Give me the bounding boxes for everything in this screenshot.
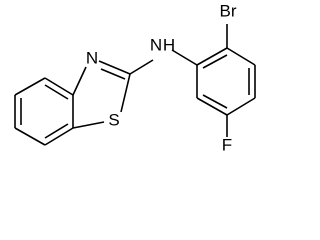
atom-label-ring-sulfur: S	[108, 111, 119, 130]
bond-benzo-3	[44, 127, 74, 146]
bond-c2-n-double	[100, 68, 126, 80]
bond-benzo-2	[14, 127, 46, 146]
bond-aryl-5-inner	[202, 94, 228, 109]
bond-lines	[14, 24, 256, 146]
bond-nh-aryl	[171, 49, 198, 66]
bond-c7a-s	[72, 121, 105, 129]
bond-n-c3a	[72, 66, 87, 96]
atom-label-fluorine: F	[222, 136, 232, 155]
bond-s-c2	[120, 73, 131, 113]
bond-aryl-4	[226, 97, 256, 116]
bond-benzo-3-inner	[44, 123, 69, 139]
atom-label-ring-nitrogen: N	[86, 49, 98, 68]
bond-benzo-6	[14, 77, 46, 96]
atom-labels: N S N H Br F	[86, 2, 237, 155]
bond-c2-nh	[129, 59, 154, 75]
atom-label-amine-nitrogen: N	[150, 36, 162, 55]
bond-aryl-2	[226, 47, 256, 66]
bond-aryl-1	[196, 47, 228, 66]
bond-benzo-5-inner	[44, 84, 69, 100]
atom-label-amine-hydrogen: H	[163, 36, 175, 55]
bond-c2-n	[98, 60, 131, 75]
bond-aryl-5	[196, 97, 228, 116]
bond-benzo-5	[44, 77, 74, 96]
atom-label-bromine: Br	[220, 2, 237, 21]
bond-aryl-1-inner	[202, 54, 228, 69]
chemical-structure-diagram: N S N H Br F	[14, 2, 256, 155]
